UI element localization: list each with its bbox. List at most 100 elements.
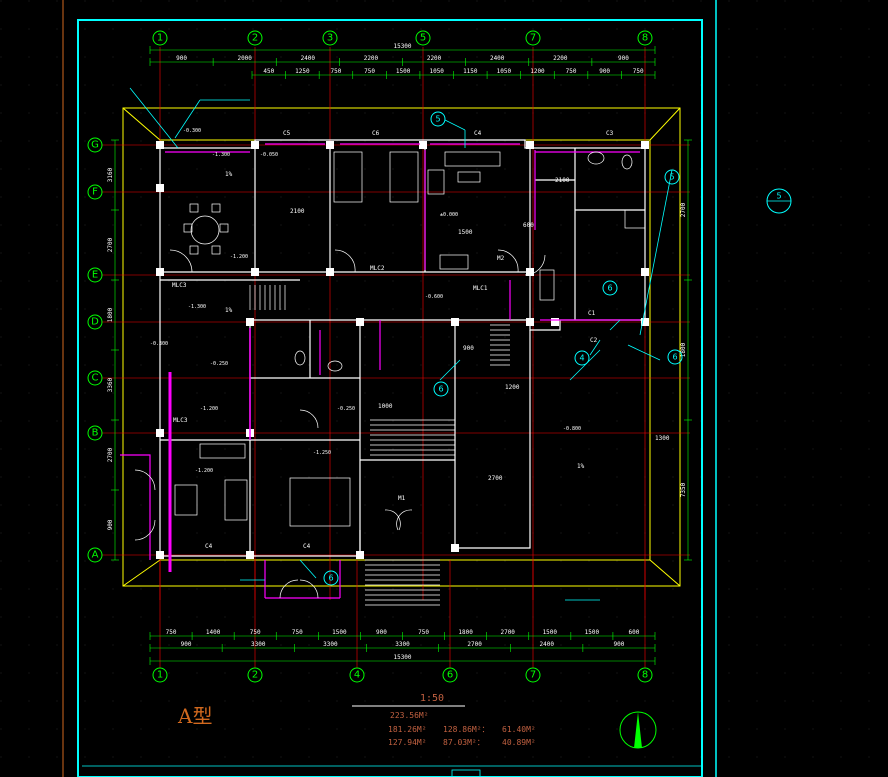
top-dim-detail: 750 [364,68,375,75]
bottom-dim-detail: 1400 [206,629,221,636]
bottom-dim-total: 15300 [393,654,411,661]
bottom-dim-detail: 750 [418,629,429,636]
top-dim-total: 15300 [393,43,411,50]
right-dim: 2700 [680,202,687,217]
bottom-dim-detail: 1500 [585,629,600,636]
callout-label: 6 [672,353,677,362]
top-dim-detail: 1250 [295,68,310,75]
axis-lines [102,47,690,668]
column-mark [526,268,534,276]
callout-label: 5 [669,173,674,182]
elevation-mark: -1.250 [313,450,331,456]
column-mark [526,141,534,149]
left-dim: 3160 [107,167,114,182]
grid-bubble-top [247,30,263,46]
bottom-dim-axis: 3300 [323,641,338,648]
grid-label-left: C [92,373,99,384]
grid-bubble-bottom [349,667,365,683]
top-dim-axis: 2200 [364,55,379,62]
top-dim-detail: 1150 [463,68,478,75]
column-mark [246,318,254,326]
top-dim-detail: 1050 [429,68,444,75]
column-mark [251,141,259,149]
top-dim-axis: 2400 [301,55,316,62]
top-dim-axis: 2400 [490,55,505,62]
grid-bubble-left [87,137,103,153]
misc-label: 2100 [290,208,305,215]
type-title: A型 [177,704,212,728]
misc-label: 600 [523,222,534,229]
column-mark [356,318,364,326]
grid-bubble-left [87,267,103,283]
column-mark [156,551,164,559]
column-mark [641,268,649,276]
furniture [134,151,646,606]
column-mark [326,141,334,149]
column-mark [246,551,254,559]
top-dim-axis: 2200 [427,55,442,62]
top-dim-detail: 750 [331,68,342,75]
top-dim-axis: 900 [618,55,629,62]
grid-label-top: 7 [530,33,536,44]
grid-label-bottom: 4 [354,670,360,681]
grid-label-left: E [92,270,98,281]
room-label: C2 [590,337,598,344]
elevation-mark: -1.200 [200,406,218,412]
top-dim-detail: 750 [566,68,577,75]
bottom-dim-detail: 1800 [458,629,473,636]
room-label: M2 [497,255,505,262]
grid-bubble-left [87,184,103,200]
callout-label: 6 [607,284,612,293]
column-mark [451,318,459,326]
top-dim-detail: 1500 [396,68,411,75]
top-dim-axis: 900 [176,55,187,62]
grid-label-bottom: 7 [530,670,536,681]
column-mark [551,318,559,326]
misc-label: 1000 [378,403,393,410]
grid-bubble-left [87,314,103,330]
grid-bubble-bottom [442,667,458,683]
bottom-dim-axis: 2700 [467,641,482,648]
grid-label-left: B [92,428,99,439]
callout-circle [430,111,446,127]
callout-label: 4 [579,354,584,363]
column-mark [251,268,259,276]
grid-bubble-left [87,425,103,441]
bottom-dim-detail: 750 [292,629,303,636]
grid-bubble-left [87,547,103,563]
misc-label: 1% [225,171,233,178]
grid-label-top: 3 [327,33,333,44]
column-mark [641,141,649,149]
top-dim-detail: 900 [599,68,610,75]
grid-label-bottom: 6 [447,670,453,681]
callout-circle [433,381,449,397]
grid-bubble-bottom [525,667,541,683]
grid-label-bottom: 2 [252,670,258,681]
misc-label: 1200 [505,384,520,391]
column-mark [326,268,334,276]
column-mark [356,551,364,559]
right-dim: 1800 [680,342,687,357]
bottom-dim-detail: 900 [376,629,387,636]
grid-label-bottom: 1 [157,670,163,681]
grid-label-left: A [92,550,99,561]
area-r2-c1: 127.94M² [388,738,427,747]
misc-label: 1% [577,463,585,470]
column-mark [156,268,164,276]
callout-circle [667,349,683,365]
room-label: MLC3 [172,282,187,289]
bottom-dim-detail: 600 [629,629,640,636]
area-r2-c3: 40.89M² [502,738,536,747]
left-dim: 1800 [107,307,114,322]
area-total: 223.56M² [390,711,429,720]
misc-label: 1300 [655,435,670,442]
dimension-lines [111,46,692,665]
callout-circle [574,350,590,366]
callout-circle [664,169,680,185]
top-dim-axis: 2200 [553,55,568,62]
top-dim-detail: 1200 [530,68,545,75]
room-label: MLC3 [173,417,188,424]
